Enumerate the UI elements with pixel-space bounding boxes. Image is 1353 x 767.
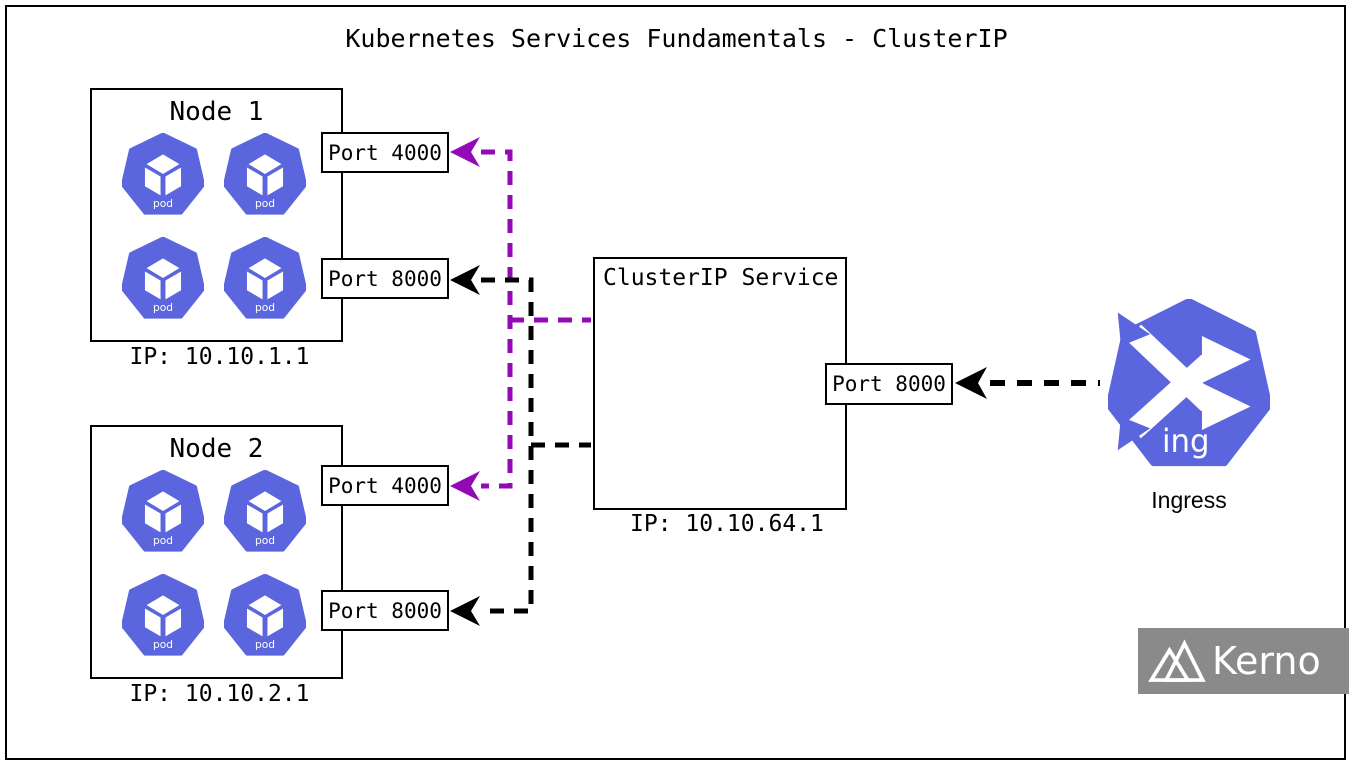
ingress-icon-label: ing [1162,423,1210,460]
port-label: Port 4000 [328,473,442,498]
node-1-title: Node 1 [169,97,264,127]
svg-text:pod: pod [153,197,173,210]
pod-icon: pod [224,574,306,656]
service-port-8000-box: Port 8000 [825,363,953,405]
port-label: Port 8000 [832,372,946,396]
pod-icon: pod [122,470,204,552]
clusterip-service-title: ClusterIP Service [603,265,839,291]
node-1-port-8000-box: Port 8000 [321,258,449,299]
node-2-ip: IP: 10.10.2.1 [129,681,310,707]
svg-text:pod: pod [153,301,173,314]
svg-text:pod: pod [153,638,173,651]
pod-icon: pod [224,237,306,319]
svg-text:pod: pod [255,638,275,651]
node-1-pod-grid: pod pod pod pod [122,133,306,319]
kerno-logo-box: Kerno [1138,628,1349,694]
svg-text:pod: pod [255,534,275,547]
node-2-port-4000-box: Port 4000 [321,465,449,506]
port-label: Port 8000 [328,598,442,623]
node-2-port-8000-box: Port 8000 [321,590,449,631]
svg-text:pod: pod [255,197,275,210]
clusterip-service-ip: IP: 10.10.64.1 [630,511,824,537]
kerno-logo-icon [1148,639,1206,682]
node-1-ip: IP: 10.10.1.1 [129,344,310,370]
port-label: Port 8000 [328,266,442,291]
ingress-label: Ingress [1151,487,1227,513]
pod-icon: pod [224,470,306,552]
port-label: Port 4000 [328,140,442,165]
node-2-title: Node 2 [169,434,264,464]
svg-text:pod: pod [153,534,173,547]
node-1-port-4000-box: Port 4000 [321,132,449,173]
ingress-icon: ing [1108,299,1270,467]
node-2-pod-grid: pod pod pod pod [122,470,306,656]
svg-text:pod: pod [255,301,275,314]
node-2-box: Node 2 pod pod pod [90,425,343,679]
pod-icon: pod [122,133,204,215]
diagram-title: Kubernetes Services Fundamentals - Clust… [345,24,1008,53]
pod-icon: pod [224,133,306,215]
node-1-box: Node 1 pod pod pod [90,88,343,342]
pod-icon: pod [122,237,204,319]
pod-icon: pod [122,574,204,656]
diagram-border [5,5,1346,760]
clusterip-service-box: ClusterIP Service [593,257,847,510]
kerno-logo-text: Kerno [1212,639,1321,683]
